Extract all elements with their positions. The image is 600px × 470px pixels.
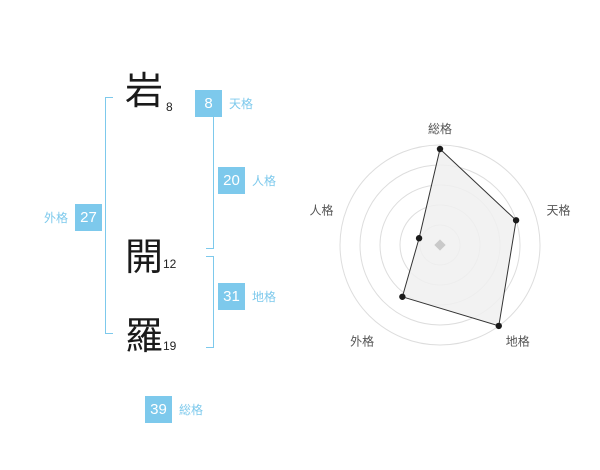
- jinkaku-value: 20: [218, 167, 245, 194]
- jinkaku-bracket: [206, 100, 214, 249]
- gaikaku-label: 外格: [44, 211, 69, 225]
- tenkaku-badge: 8 天格: [195, 90, 253, 117]
- soukaku-badge: 39 総格: [145, 396, 203, 423]
- gaikaku-badge: 外格 27: [44, 204, 103, 231]
- soukaku-label: 総格: [179, 403, 204, 417]
- jinkaku-badge: 20 人格: [218, 167, 276, 194]
- radar-point: [436, 145, 444, 153]
- stroke-count-1: 8: [166, 100, 173, 114]
- chikaku-value: 31: [218, 283, 245, 310]
- radar-axis-label: 天格: [547, 202, 571, 217]
- chikaku-badge: 31 地格: [218, 283, 276, 310]
- tenkaku-label: 天格: [229, 97, 254, 111]
- tenkaku-value: 8: [195, 90, 222, 117]
- soukaku-value: 39: [145, 396, 172, 423]
- radar-axis-label: 地格: [506, 334, 530, 349]
- chikaku-label: 地格: [252, 290, 277, 304]
- gaikaku-bracket: [105, 97, 113, 334]
- chikaku-bracket: [206, 256, 214, 348]
- radar-point: [399, 293, 406, 300]
- radar-ring: [339, 144, 541, 346]
- stroke-count-3: 19: [163, 339, 177, 353]
- radar-point: [512, 217, 520, 224]
- name-char-given-2: 羅: [124, 316, 163, 358]
- name-char-given-1: 開: [124, 237, 163, 279]
- radar-point: [495, 322, 502, 330]
- gaikaku-value: 27: [75, 204, 103, 231]
- radar-axis-label: 人格: [309, 202, 333, 217]
- radar-polygon: [401, 148, 517, 327]
- stroke-count-2: 12: [163, 257, 177, 271]
- radar-axis-label: 総格: [428, 121, 452, 136]
- radar-point: [415, 235, 423, 242]
- name-char-surname: 岩: [124, 71, 163, 113]
- jinkaku-label: 人格: [252, 174, 277, 188]
- radar-axis-label: 外格: [350, 334, 374, 349]
